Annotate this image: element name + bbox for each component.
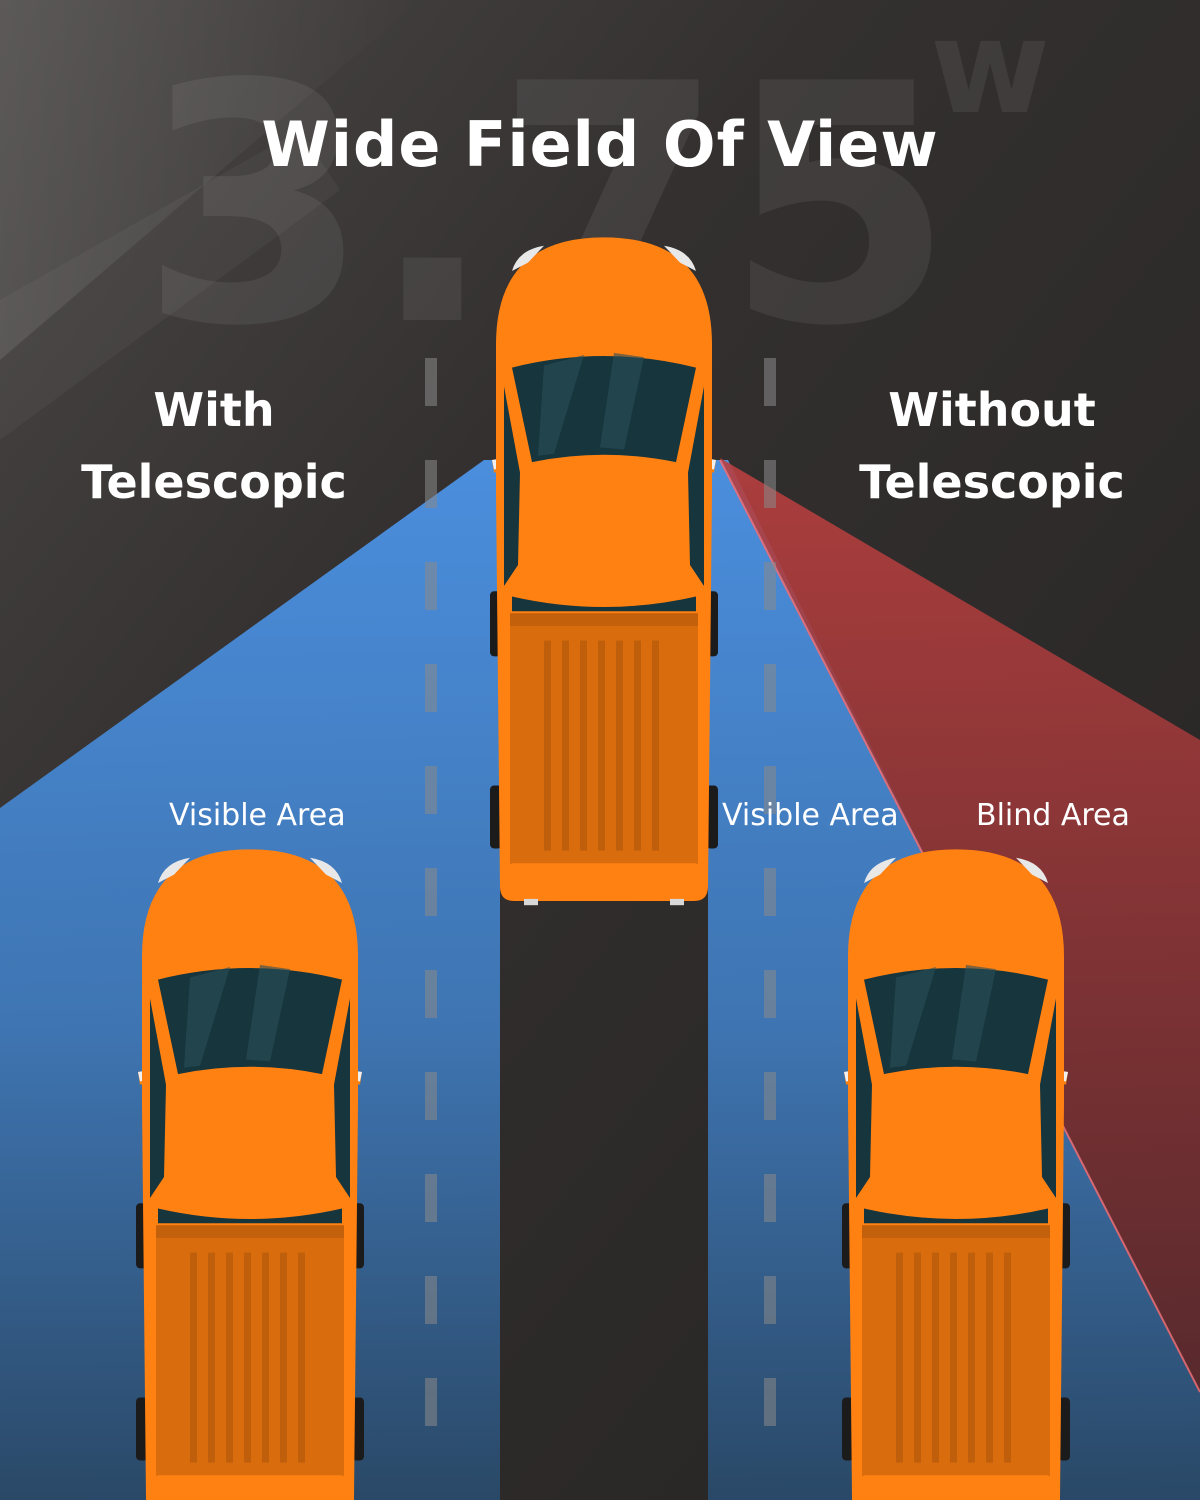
lane-markings-right (764, 358, 776, 1426)
blind-area (720, 458, 1200, 1390)
without-telescopic-label: Without Telescopic (812, 374, 1172, 518)
light-streak-2 (0, 130, 340, 440)
right-truck (842, 849, 1070, 1500)
lane-markings-left (425, 358, 437, 1426)
blind-area-label: Blind Area (976, 798, 1130, 833)
with-telescopic-line1: With (153, 383, 275, 437)
page-title: Wide Field Of View (261, 108, 939, 181)
center-truck (490, 237, 718, 906)
visible-area-left-label: Visible Area (169, 798, 346, 833)
light-streak (0, 0, 420, 360)
with-telescopic-line2: Telescopic (81, 455, 347, 509)
background-mark-unit: w (930, 0, 1050, 143)
without-telescopic-line1: Without (888, 383, 1096, 437)
visible-area-right-label: Visible Area (722, 798, 899, 833)
left-truck (136, 849, 364, 1500)
without-telescopic-line2: Telescopic (859, 455, 1125, 509)
with-telescopic-label: With Telescopic (34, 374, 394, 518)
